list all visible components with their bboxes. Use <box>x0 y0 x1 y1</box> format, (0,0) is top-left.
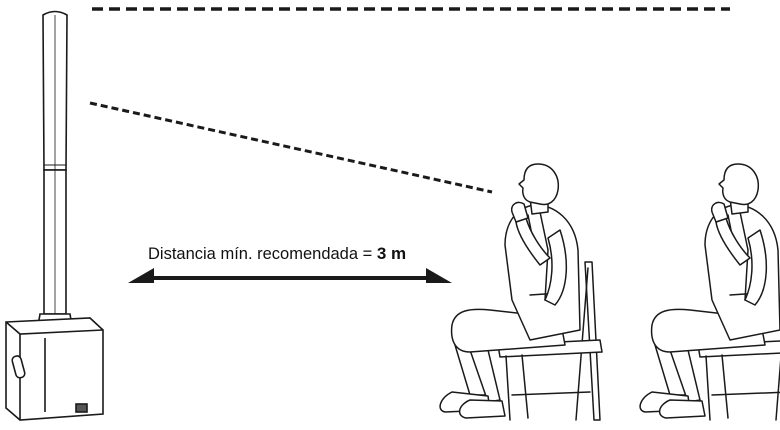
seated-listener-icon <box>439 163 603 421</box>
subwoofer-icon <box>5 317 104 421</box>
seated-listener-icon <box>639 163 780 421</box>
distance-label-prefix: Distancia mín. recomendada = <box>148 245 377 263</box>
column-speaker-icon <box>37 10 73 327</box>
arrowhead-left <box>128 268 154 283</box>
arrowhead-right <box>426 268 452 283</box>
distance-arrow <box>128 268 452 283</box>
coverage-dashed-line <box>89 101 493 194</box>
distance-label: Distancia mín. recomendada = 3 m <box>148 244 406 263</box>
distance-label-value: 3 m <box>377 244 406 263</box>
